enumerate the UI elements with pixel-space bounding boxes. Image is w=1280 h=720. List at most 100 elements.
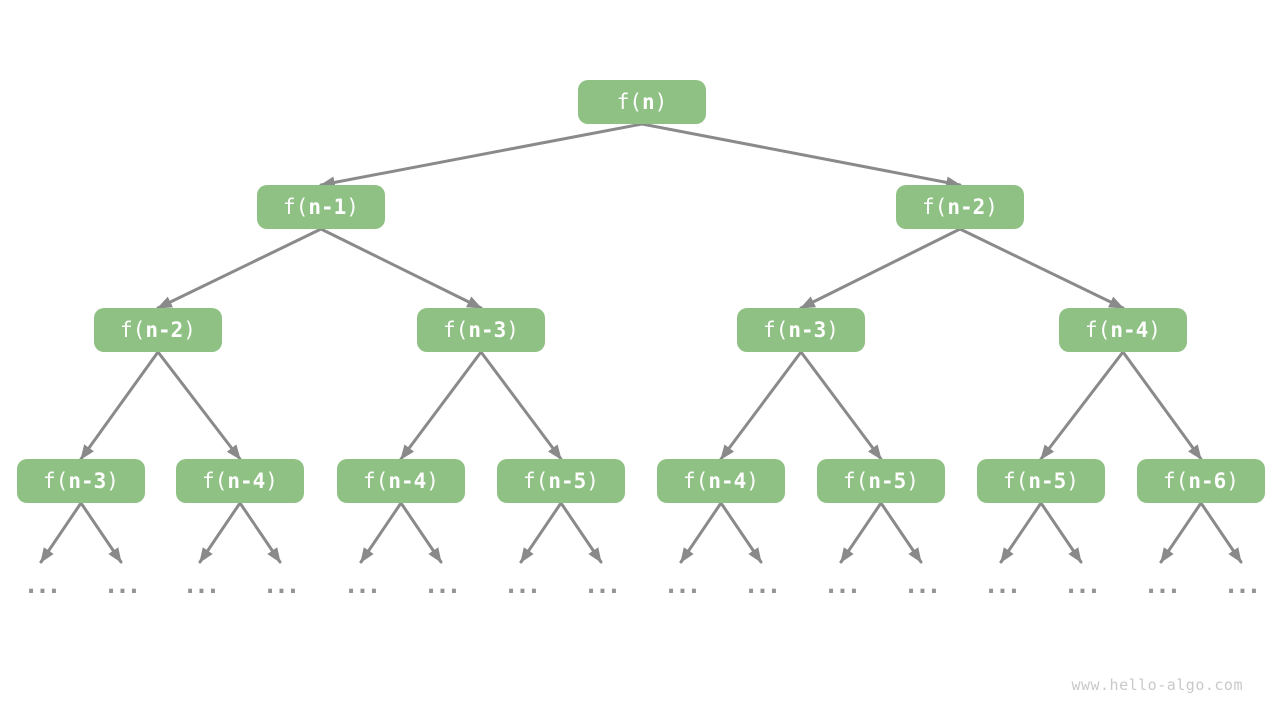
node-text-close: ) bbox=[586, 468, 599, 493]
edge-line bbox=[399, 501, 443, 564]
node-text-open: f( bbox=[523, 468, 549, 493]
edge-line bbox=[879, 501, 923, 564]
node-text-open: f( bbox=[1003, 468, 1029, 493]
node-text-open: f( bbox=[1085, 317, 1111, 342]
ellipsis-leaf: ... bbox=[983, 571, 1021, 599]
node-text-open: f( bbox=[363, 468, 389, 493]
edge-line bbox=[999, 501, 1043, 564]
ellipsis-leaf: ... bbox=[182, 571, 220, 599]
tree-node: f(n-5) bbox=[977, 459, 1105, 503]
edge-line bbox=[1199, 501, 1243, 564]
tree-node: f(n-6) bbox=[1137, 459, 1265, 503]
edge-line bbox=[39, 501, 83, 564]
tree-node: f(n-5) bbox=[817, 459, 945, 503]
edge-line bbox=[1039, 501, 1083, 564]
ellipsis-leaf: ... bbox=[423, 571, 461, 599]
edge-line bbox=[319, 227, 483, 310]
ellipsis-leaf: ... bbox=[1063, 571, 1101, 599]
edge-line bbox=[839, 501, 883, 564]
node-text-open: f( bbox=[1163, 468, 1189, 493]
node-text-open: f( bbox=[616, 89, 642, 114]
tree-node: f(n-4) bbox=[657, 459, 785, 503]
node-text-open: f( bbox=[922, 194, 948, 219]
node-text-open: f( bbox=[120, 317, 146, 342]
edge-line bbox=[319, 122, 644, 189]
edge-line bbox=[238, 501, 282, 564]
node-text-open: f( bbox=[202, 468, 228, 493]
node-text-close: ) bbox=[1226, 468, 1239, 493]
ellipsis-leaf: ... bbox=[663, 571, 701, 599]
tree-node: f(n-4) bbox=[337, 459, 465, 503]
ellipsis-leaf: ... bbox=[903, 571, 941, 599]
node-text-arg: n-3 bbox=[468, 317, 507, 342]
tree-node: f(n-1) bbox=[257, 185, 385, 229]
ellipsis-leaf: ... bbox=[262, 571, 300, 599]
tree-node: f(n-5) bbox=[497, 459, 625, 503]
node-text-close: ) bbox=[746, 468, 759, 493]
edge-line bbox=[399, 350, 483, 461]
node-text-close: ) bbox=[506, 317, 519, 342]
tree-node: f(n-4) bbox=[176, 459, 304, 503]
node-text-open: f( bbox=[683, 468, 709, 493]
edge-line bbox=[519, 501, 563, 564]
tree-node: f(n) bbox=[578, 80, 706, 124]
node-text-close: ) bbox=[346, 194, 359, 219]
tree-node: f(n-2) bbox=[94, 308, 222, 352]
node-text-arg: n-3 bbox=[68, 468, 107, 493]
node-text-close: ) bbox=[826, 317, 839, 342]
edge-line bbox=[799, 227, 962, 310]
tree-node: f(n-2) bbox=[896, 185, 1024, 229]
node-text-arg: n-5 bbox=[1028, 468, 1067, 493]
ellipsis-leaf: ... bbox=[823, 571, 861, 599]
edge-line bbox=[799, 350, 883, 461]
node-text-close: ) bbox=[106, 468, 119, 493]
node-text-arg: n-6 bbox=[1188, 468, 1227, 493]
edge-line bbox=[1121, 350, 1203, 461]
ellipsis-leaf: ... bbox=[343, 571, 381, 599]
tree-node: f(n-4) bbox=[1059, 308, 1187, 352]
node-text-close: ) bbox=[906, 468, 919, 493]
edge-line bbox=[156, 227, 323, 310]
edge-line bbox=[1159, 501, 1203, 564]
node-text-open: f( bbox=[283, 194, 309, 219]
node-text-arg: n bbox=[641, 89, 655, 114]
edge-line bbox=[79, 350, 160, 461]
node-text-close: ) bbox=[265, 468, 278, 493]
node-text-arg: n-5 bbox=[868, 468, 907, 493]
node-text-arg: n-5 bbox=[548, 468, 587, 493]
ellipsis-leaf: ... bbox=[103, 571, 141, 599]
node-text-open: f( bbox=[443, 317, 469, 342]
ellipsis-leaf: ... bbox=[583, 571, 621, 599]
ellipsis-leaf: ... bbox=[743, 571, 781, 599]
edge-line bbox=[679, 501, 723, 564]
tree-node: f(n-3) bbox=[417, 308, 545, 352]
edge-line bbox=[198, 501, 242, 564]
node-text-close: ) bbox=[654, 89, 668, 114]
edge-line bbox=[79, 501, 123, 564]
ellipsis-leaf: ... bbox=[1223, 571, 1261, 599]
edge-line bbox=[156, 350, 242, 461]
node-text-arg: n-4 bbox=[708, 468, 747, 493]
ellipsis-leaf: ... bbox=[503, 571, 541, 599]
node-text-arg: n-3 bbox=[788, 317, 827, 342]
edge-line bbox=[479, 350, 563, 461]
edge-line bbox=[559, 501, 603, 564]
edge-line bbox=[359, 501, 403, 564]
node-text-close: ) bbox=[426, 468, 439, 493]
ellipsis-leaf: ... bbox=[23, 571, 61, 599]
node-text-close: ) bbox=[985, 194, 998, 219]
edge-line bbox=[640, 122, 962, 189]
node-text-arg: n-4 bbox=[1110, 317, 1149, 342]
edge-line bbox=[1039, 350, 1125, 461]
ellipsis-leaf: ... bbox=[1143, 571, 1181, 599]
tree-node: f(n-3) bbox=[17, 459, 145, 503]
node-text-arg: n-2 bbox=[947, 194, 986, 219]
node-text-open: f( bbox=[843, 468, 869, 493]
node-text-open: f( bbox=[43, 468, 69, 493]
watermark-text: www.hello-algo.com bbox=[1071, 676, 1243, 694]
node-text-arg: n-2 bbox=[145, 317, 184, 342]
node-text-close: ) bbox=[1066, 468, 1079, 493]
node-text-arg: n-4 bbox=[388, 468, 427, 493]
